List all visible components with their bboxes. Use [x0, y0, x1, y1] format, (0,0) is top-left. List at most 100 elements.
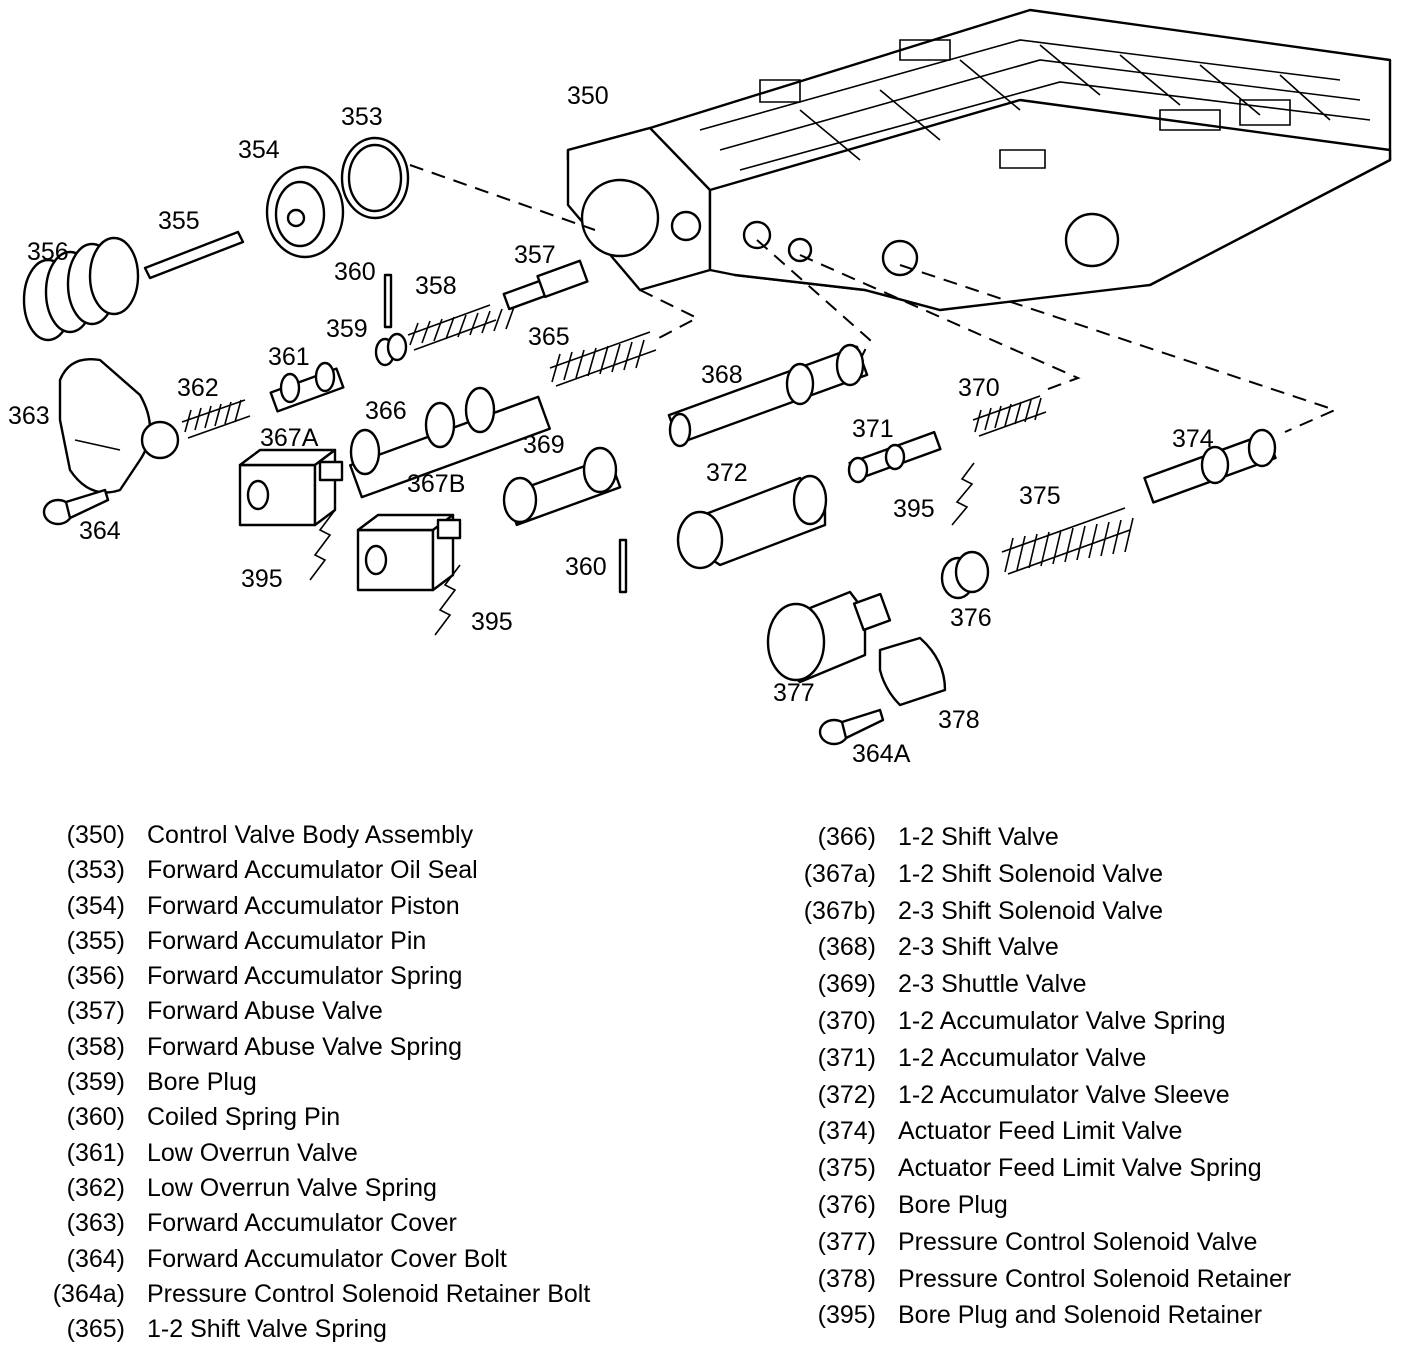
- alignment-lines: [409, 164, 1338, 433]
- callout-labels: 350 353 354 355 356 357 360 358 359 365 …: [8, 82, 1214, 768]
- legend-row: (368)2-3 Shift Valve: [790, 929, 1291, 966]
- shift-valve-1-2: [349, 386, 551, 499]
- control-valve-body: [566, 8, 1392, 312]
- pressure-control-solenoid: [766, 590, 892, 684]
- forward-accumulator-spring: [22, 236, 140, 342]
- shuttle-valve-2-3: [502, 446, 622, 527]
- legend-code: (363): [66, 1209, 125, 1238]
- legend-row: (353)Forward Accumulator Oil Seal: [40, 853, 590, 888]
- callout-374: 374: [1172, 425, 1214, 453]
- legend-code: (357): [66, 997, 125, 1026]
- legend-code: (365): [66, 1315, 125, 1344]
- legend-code: (367b): [803, 896, 876, 925]
- legend-description: Actuator Feed Limit Valve Spring: [898, 1154, 1262, 1183]
- retainer-bolt-364a: [818, 708, 885, 746]
- actuator-feed-limit-valve-spring: [1001, 507, 1134, 575]
- shift-valve-2-3: [667, 343, 869, 448]
- legend-description: Forward Abuse Valve: [147, 997, 383, 1026]
- legend-row: (365) 1-2 Shift Valve Spring: [40, 1312, 590, 1347]
- coiled-spring-pin-360-upper: [383, 273, 393, 329]
- legend-row: (372)1-2 Accumulator Valve Sleeve: [790, 1077, 1291, 1114]
- legend-code: (355): [66, 926, 125, 955]
- callout-395-middle: 395: [471, 608, 513, 636]
- legend-description: Low Overrun Valve: [147, 1138, 358, 1167]
- forward-abuse-valve-spring: [407, 304, 515, 351]
- low-overrun-valve: [269, 361, 345, 413]
- accumulator-valve-spring-1-2: [972, 395, 1047, 437]
- shift-solenoid-1-2: [238, 448, 344, 527]
- callout-355: 355: [158, 207, 200, 235]
- legend-description: Forward Accumulator Cover: [147, 1209, 457, 1238]
- forward-accumulator-cover-bolt: [42, 488, 110, 526]
- legend-description: 1-2 Shift Valve Spring: [147, 1315, 387, 1344]
- accumulator-valve-sleeve-1-2: [676, 474, 828, 570]
- legend-row: (364a) Pressure Control Solenoid Retainer…: [40, 1277, 591, 1312]
- legend-row: (376)Bore Plug: [790, 1187, 1291, 1224]
- legend-row: (375)Actuator Feed Limit Valve Spring: [790, 1150, 1291, 1187]
- callout-358: 358: [415, 272, 457, 300]
- legend-code: (356): [66, 962, 125, 991]
- bore-plug-376: [940, 550, 990, 600]
- legend-row: (369) 2-3 Shuttle Valve: [790, 966, 1291, 1003]
- callout-363: 363: [8, 402, 50, 430]
- legend-code: (368): [817, 933, 876, 962]
- shift-solenoid-2-3: [356, 513, 462, 592]
- legend-row: (364)Forward Accumulator Cover Bolt: [40, 1242, 590, 1277]
- legend-code: (364a): [52, 1279, 125, 1308]
- callout-376: 376: [950, 604, 992, 632]
- legend-row: (361) Low Overrun Valve: [40, 1136, 590, 1171]
- exploded-view-diagram: 350 353 354 355 356 357 360 358 359 365 …: [8, 8, 1392, 768]
- legend-code: (361): [66, 1138, 125, 1167]
- legend-code: (395): [817, 1301, 876, 1330]
- callout-364A: 364A: [852, 740, 911, 768]
- bore-plug-solenoid-retainers: [309, 462, 975, 636]
- callout-365: 365: [528, 323, 570, 351]
- legend-description: Control Valve Body Assembly: [147, 821, 474, 849]
- legend-description: Pressure Control Solenoid Retainer Bolt: [147, 1279, 591, 1308]
- legend-row: (350) Control Valve Body Assembly: [40, 818, 590, 853]
- callout-375: 375: [1019, 482, 1061, 510]
- legend-row: (358) Forward Abuse Valve Spring: [40, 1030, 590, 1065]
- callout-371: 371: [852, 415, 894, 443]
- callout-359: 359: [326, 315, 368, 343]
- callout-361: 361: [268, 343, 310, 371]
- legend-description: 2-3 Shuttle Valve: [898, 970, 1087, 999]
- legend-code: (369): [817, 970, 876, 999]
- legend-description: Coiled Spring Pin: [147, 1103, 341, 1132]
- callout-367A: 367A: [260, 424, 319, 452]
- forward-accumulator-oil-seal: [340, 136, 410, 220]
- legend-description: Pressure Control Solenoid Retainer: [898, 1264, 1292, 1293]
- legend-row: (367a)1-2 Shift Solenoid Valve: [790, 856, 1291, 893]
- legend-code: (364): [66, 1244, 125, 1273]
- legend-code: (367a): [803, 859, 876, 888]
- callout-367B: 367B: [407, 470, 465, 498]
- legend-code: (358): [66, 1032, 125, 1061]
- legend-code: (360): [66, 1103, 125, 1132]
- legend-description: Bore Plug: [898, 1190, 1008, 1219]
- legend-description: Actuator Feed Limit Valve: [898, 1117, 1183, 1146]
- actuator-feed-limit-valve: [1143, 428, 1277, 504]
- callout-353: 353: [341, 103, 383, 131]
- callout-350: 350: [567, 82, 609, 110]
- legend-description: Bore Plug and Solenoid Retainer: [898, 1301, 1263, 1330]
- legend-description: 1-2 Accumulator Valve Spring: [898, 1006, 1226, 1035]
- legend-description: Forward Abuse Valve Spring: [147, 1032, 462, 1061]
- legend-description: Forward Accumulator Piston: [147, 891, 460, 920]
- legend-description: Forward Accumulator Oil Seal: [147, 856, 478, 885]
- legend-code: (350): [66, 821, 125, 849]
- callout-357: 357: [514, 241, 556, 269]
- legend-row: (377)Pressure Control Solenoid Valve: [790, 1224, 1291, 1261]
- legend-description: Pressure Control Solenoid Valve: [898, 1227, 1258, 1256]
- legend-description: 2-3 Shift Solenoid Valve: [898, 896, 1163, 925]
- legend-code: (371): [817, 1043, 876, 1072]
- legend-description: Forward Accumulator Pin: [147, 926, 427, 955]
- legend-code: (370): [817, 1006, 876, 1035]
- legend-row: (362)Low Overrun Valve Spring: [40, 1171, 590, 1206]
- callout-366: 366: [365, 397, 407, 425]
- legend-code: (366): [817, 823, 876, 851]
- legend-row: (370) 1-2 Accumulator Valve Spring: [790, 1003, 1291, 1040]
- callout-395-right: 395: [893, 495, 935, 523]
- callout-378: 378: [938, 706, 980, 734]
- legend-row: (378)Pressure Control Solenoid Retainer: [790, 1261, 1292, 1298]
- callout-360-lower: 360: [565, 553, 607, 581]
